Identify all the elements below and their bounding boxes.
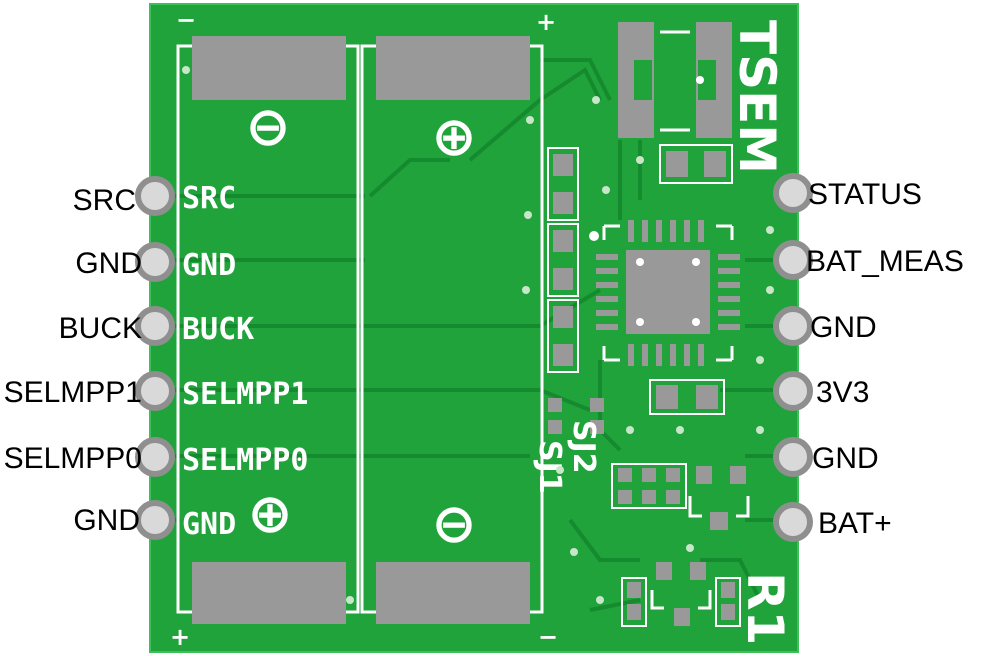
battery-cell-1: − + ⊖ ⊕ bbox=[170, 6, 360, 651]
left-label-src: SRC bbox=[73, 184, 136, 217]
edge-pad bbox=[135, 371, 175, 411]
cell2-bottom-polarity: − bbox=[538, 623, 558, 651]
cell2-top-symbol: ⊕ bbox=[431, 105, 476, 168]
left-edge-pads bbox=[135, 176, 175, 540]
cell1-bottom-symbol: ⊕ bbox=[247, 482, 292, 545]
right-edge-pads bbox=[773, 173, 813, 542]
right-label-gnd-2: GND bbox=[812, 442, 879, 475]
small-caps bbox=[621, 577, 741, 627]
right-label-bat-plus: BAT+ bbox=[818, 507, 892, 540]
qfn-ic bbox=[589, 220, 740, 366]
cell2-top-polarity: + bbox=[536, 8, 556, 36]
cell1-top-polarity: − bbox=[176, 6, 196, 34]
battery-cell-2: + − ⊕ ⊖ bbox=[360, 8, 558, 651]
edge-pad bbox=[773, 173, 813, 213]
left-labels: SRC GND BUCK SELMPP1 SELMPP0 GND bbox=[4, 184, 142, 537]
cell-pad-top bbox=[192, 36, 346, 100]
silk-label: BUCK bbox=[182, 312, 254, 347]
cell-pad-bottom bbox=[376, 562, 530, 624]
edge-pad bbox=[773, 437, 813, 477]
cell1-top-symbol: ⊖ bbox=[245, 95, 290, 158]
jumper-column bbox=[547, 147, 579, 373]
sot-footprint-2 bbox=[650, 562, 712, 626]
right-labels: STATUS BAT_MEAS GND 3V3 GND BAT+ bbox=[806, 178, 964, 540]
silk-label: GND bbox=[182, 248, 236, 283]
edge-pad bbox=[135, 500, 175, 540]
edge-pad bbox=[135, 437, 175, 477]
edge-pad bbox=[773, 240, 813, 280]
silk-label: GND bbox=[182, 507, 236, 542]
solder-jumpers: SJ1 SJ2 bbox=[532, 398, 604, 494]
cell2-bottom-symbol: ⊖ bbox=[431, 492, 476, 555]
cell-pad-top bbox=[376, 36, 530, 100]
edge-pad bbox=[773, 371, 813, 411]
cap-footprint-2 bbox=[649, 379, 725, 415]
cell1-bottom-polarity: + bbox=[170, 623, 190, 651]
cell-pad-bottom bbox=[192, 562, 346, 624]
edge-pad bbox=[135, 176, 175, 216]
vias bbox=[182, 66, 774, 604]
left-label-selmpp1: SELMPP1 bbox=[4, 376, 142, 409]
silk-label: SELMPP1 bbox=[182, 377, 308, 412]
board-ref: R1 bbox=[736, 572, 794, 645]
edge-pad bbox=[135, 306, 175, 346]
left-label-selmpp0: SELMPP0 bbox=[4, 442, 142, 475]
right-label-gnd-1: GND bbox=[810, 311, 877, 344]
edge-pad bbox=[773, 306, 813, 346]
silk-pin-labels: SRC GND BUCK SELMPP1 SELMPP0 GND bbox=[182, 181, 308, 542]
board-title: TSEM bbox=[728, 20, 786, 174]
edge-pad bbox=[135, 242, 175, 282]
right-label-bat-meas: BAT_MEAS bbox=[806, 245, 964, 278]
inductor-footprint bbox=[618, 22, 732, 138]
sj2-label: SJ2 bbox=[566, 420, 601, 474]
right-label-3v3: 3V3 bbox=[816, 376, 869, 409]
left-label-gnd-2: GND bbox=[73, 504, 140, 537]
left-label-gnd-1: GND bbox=[75, 247, 142, 280]
edge-pad bbox=[773, 502, 813, 542]
resistor-array bbox=[611, 463, 687, 509]
silk-label: SRC bbox=[182, 181, 236, 216]
copper-traces bbox=[160, 58, 780, 612]
cap-footprint bbox=[659, 144, 733, 184]
left-label-buck: BUCK bbox=[59, 312, 142, 345]
right-label-status: STATUS bbox=[808, 178, 922, 211]
silk-label: SELMPP0 bbox=[182, 443, 308, 478]
sot-footprint bbox=[688, 466, 750, 530]
